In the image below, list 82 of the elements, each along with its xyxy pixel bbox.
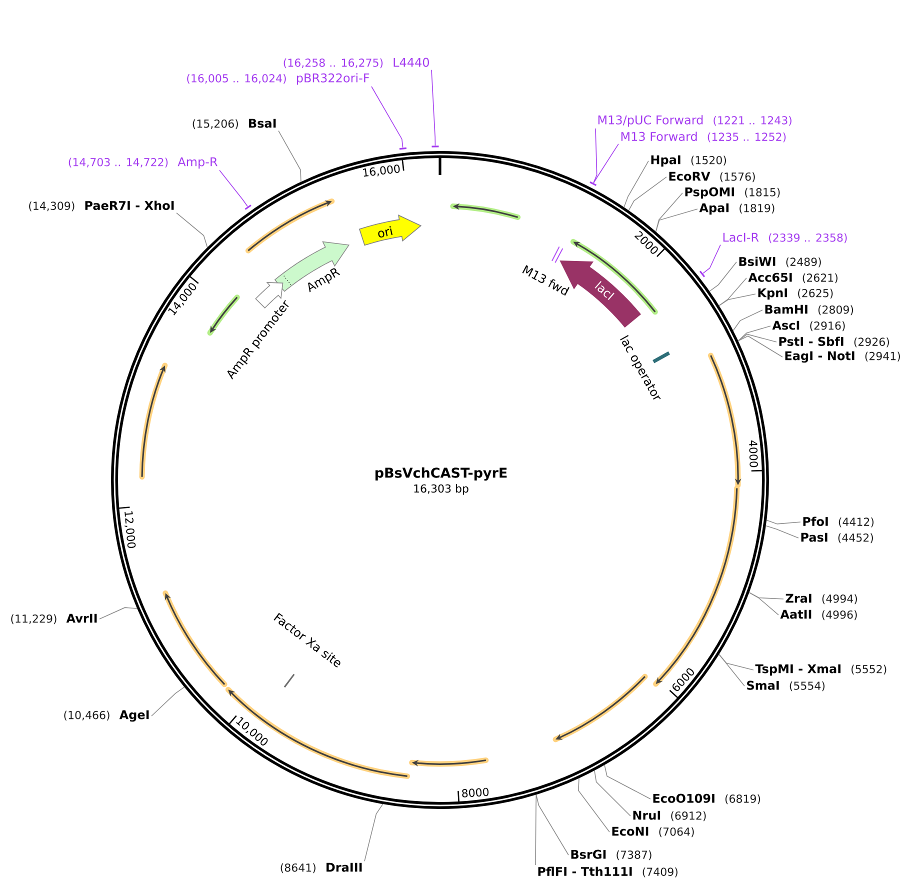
tick-label: 16,000 (362, 164, 400, 177)
enzyme-site-label: (15,206) BsaI (192, 118, 276, 130)
leader-line (628, 176, 667, 211)
binding-site-mark (399, 147, 406, 150)
reading-frame-arc (245, 198, 335, 254)
enzyme-site-label: (8641) DraIII (280, 862, 362, 874)
leader-line (604, 764, 651, 800)
primer-label: (14,703 .. 14,722) Amp-R (68, 157, 218, 169)
binding-site-mark (244, 204, 252, 210)
leader-line (593, 128, 598, 184)
enzyme-site-label: (11,229) AvrII (11, 614, 97, 624)
reading-frame-arc (552, 674, 648, 742)
enzyme-site-label: PstI - SbfI (2926) (779, 336, 889, 348)
binding-site-mark (590, 181, 597, 186)
enzyme-site-label: AscI (2916) (772, 320, 845, 332)
leader-line (738, 334, 777, 342)
enzyme-site-label: ApaI (1819) (699, 203, 774, 215)
reading-frame-arc (225, 686, 410, 779)
reading-frame-arc (708, 352, 742, 488)
enzyme-site-label: BsrGI (7387) (571, 850, 652, 860)
leader-line (371, 86, 404, 148)
plasmid-length: 16,303 bp (414, 484, 468, 495)
enzyme-site-label: PasI (4452) (801, 532, 873, 544)
leader-line (219, 170, 248, 207)
enzyme-site-label: EcoRV (1576) (669, 172, 755, 182)
leader-line (732, 310, 763, 332)
reading-frame-arc (162, 590, 228, 688)
enzyme-site-label: (14,309) PaeR7I - XhoI (29, 200, 174, 212)
tick-label: 8000 (462, 788, 489, 798)
reading-frame-arc (207, 294, 240, 336)
leader-line (718, 294, 756, 306)
binding-site-mark (432, 146, 439, 148)
enzyme-site-label: AatII (4996) (780, 610, 857, 620)
tick-label: 12,000 (124, 511, 136, 548)
leader-line (176, 212, 208, 248)
leader-line (151, 686, 185, 716)
leader-line (278, 130, 302, 182)
enzyme-site-label: EagI - NotI (2941) (785, 351, 900, 363)
enzyme-site-label: TspMI - XmaI (5552) (755, 664, 886, 676)
enzyme-site-label: BamHI (2809) (765, 304, 854, 316)
enzyme-site-label: ZraI (4994) (786, 594, 857, 604)
leader-line (99, 607, 138, 620)
primer-label: (16,005 .. 16,024) pBR322ori-F (187, 73, 370, 85)
leader-line (748, 592, 779, 616)
leader-line (738, 326, 771, 342)
primer-label: LacI-R (2339 .. 2358) (723, 232, 847, 244)
enzyme-site-label: HpaI (1520) (651, 155, 726, 167)
primer-label: (16,258 .. 16,275) L4440 (284, 58, 429, 68)
enzyme-site-label: PfoI (4412) (803, 516, 874, 528)
leader-line (702, 244, 721, 274)
leader-line (765, 525, 799, 538)
leader-line (738, 336, 783, 358)
enzyme-site-label: NruI (6912) (633, 810, 706, 822)
enzyme-site-label: PflFI - Tth111I (7409) (538, 866, 678, 878)
enzyme-site-label: (10,466) AgeI (64, 710, 149, 722)
leader-line (431, 69, 436, 146)
leader-line (578, 778, 610, 832)
leader-line (594, 770, 631, 816)
enzyme-site-label: SmaI (5554) (747, 680, 825, 692)
enzyme-site-label: PspOMI (1815) (685, 187, 780, 199)
enzyme-site-label: EcoO109I (6819) (653, 794, 760, 804)
leader-line (718, 654, 745, 686)
binding-site-mark (699, 270, 706, 278)
leader-line (766, 520, 801, 524)
enzyme-site-label: EcoNI (7064) (612, 826, 694, 838)
leader-line (535, 794, 537, 866)
reading-frame-arc (409, 758, 489, 767)
enzyme-site-label: Acc65I (2621) (748, 272, 838, 284)
leader-line (593, 144, 619, 184)
tick-label: 4000 (749, 440, 758, 468)
leader-line (364, 804, 384, 862)
reading-frame-arc (139, 362, 168, 480)
leader-line (624, 160, 649, 208)
leader-line (655, 208, 698, 232)
leader-line (718, 278, 747, 306)
leader-line (709, 262, 737, 292)
primer-label: M13/pUC Forward (1221 .. 1243) (598, 115, 792, 127)
enzyme-site-label: KpnI (2625) (758, 288, 833, 300)
primer-label: M13 Forward (1235 .. 1252) (621, 132, 786, 142)
plasmid-name: pBsVchCAST-pyrE (375, 467, 507, 481)
leader-line (536, 794, 569, 856)
enzyme-site-label: BsiWI (2489) (739, 256, 821, 268)
